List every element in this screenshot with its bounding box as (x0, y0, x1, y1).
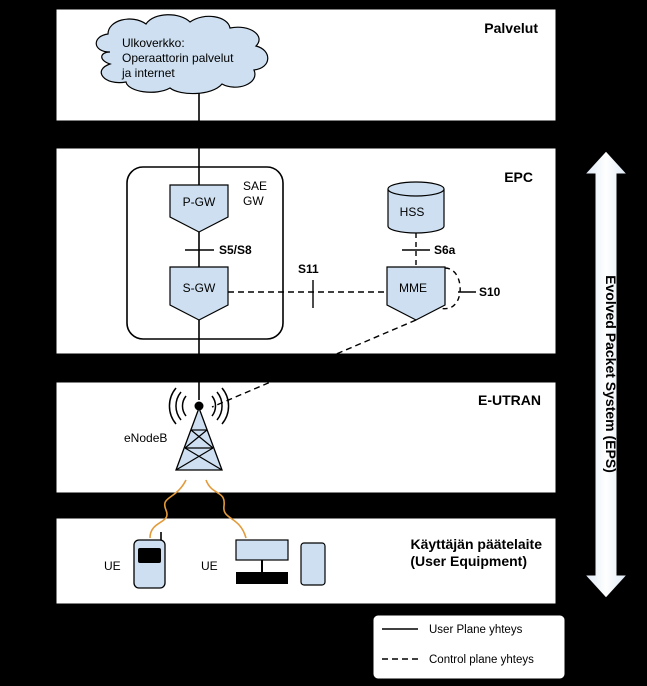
legend-box (372, 614, 566, 680)
s6a-label: S6a (434, 243, 456, 257)
radio-link-phone (149, 479, 187, 539)
eutran-title: E-UTRAN (478, 392, 541, 408)
services-title: Palvelut (484, 20, 538, 36)
sgw-node (169, 266, 229, 321)
epc-title: EPC (504, 169, 533, 185)
mme-label: MME (399, 281, 427, 295)
cloud-label-line3: ja internet (121, 66, 175, 80)
sae-gw-label-line1: SAE (243, 179, 267, 193)
cloud-shape (95, 14, 269, 95)
s5s8-label: S5/S8 (219, 243, 252, 257)
computer-icon (235, 539, 289, 584)
ue-layer-title-line2: (User Equipment) (410, 553, 527, 569)
mme-node (386, 266, 446, 321)
legend-control-plane-label: Control plane yhteys (429, 654, 534, 666)
legend-user-plane-label: User Plane yhteys (429, 624, 523, 636)
sae-gw-container (126, 166, 284, 340)
s1-mme-control-link (211, 319, 417, 408)
enodeb-tower-icon (168, 387, 230, 471)
pgw-node (169, 184, 229, 233)
s10-label: S10 (479, 285, 501, 299)
mobile-phone-icon (133, 532, 166, 589)
cloud-label-line1: Ulkoverkko: (122, 36, 185, 50)
pgw-label: P-GW (183, 195, 216, 209)
radio-link-computer (205, 479, 247, 539)
epc-layer (55, 147, 557, 355)
ue-layer-title-line1: Käyttäjän päätelaite (411, 536, 543, 552)
sgw-label: S-GW (183, 281, 216, 295)
s11-label: S11 (298, 262, 319, 276)
eutran-layer (55, 381, 557, 494)
ue-label-computer: UE (201, 559, 218, 573)
hss-node (387, 181, 445, 234)
eps-double-arrow (583, 150, 629, 599)
hss-label: HSS (400, 205, 425, 219)
ue-label-phone: UE (104, 559, 121, 573)
cloud-label-line2: Operaattorin palvelut (122, 51, 234, 65)
sae-gw-label-line2: GW (243, 194, 264, 208)
tablet-icon (300, 542, 326, 586)
s10-loop (439, 267, 461, 310)
enodeb-label: eNodeB (124, 431, 167, 445)
eps-label: Evolved Packet System (EPS) (603, 275, 619, 473)
